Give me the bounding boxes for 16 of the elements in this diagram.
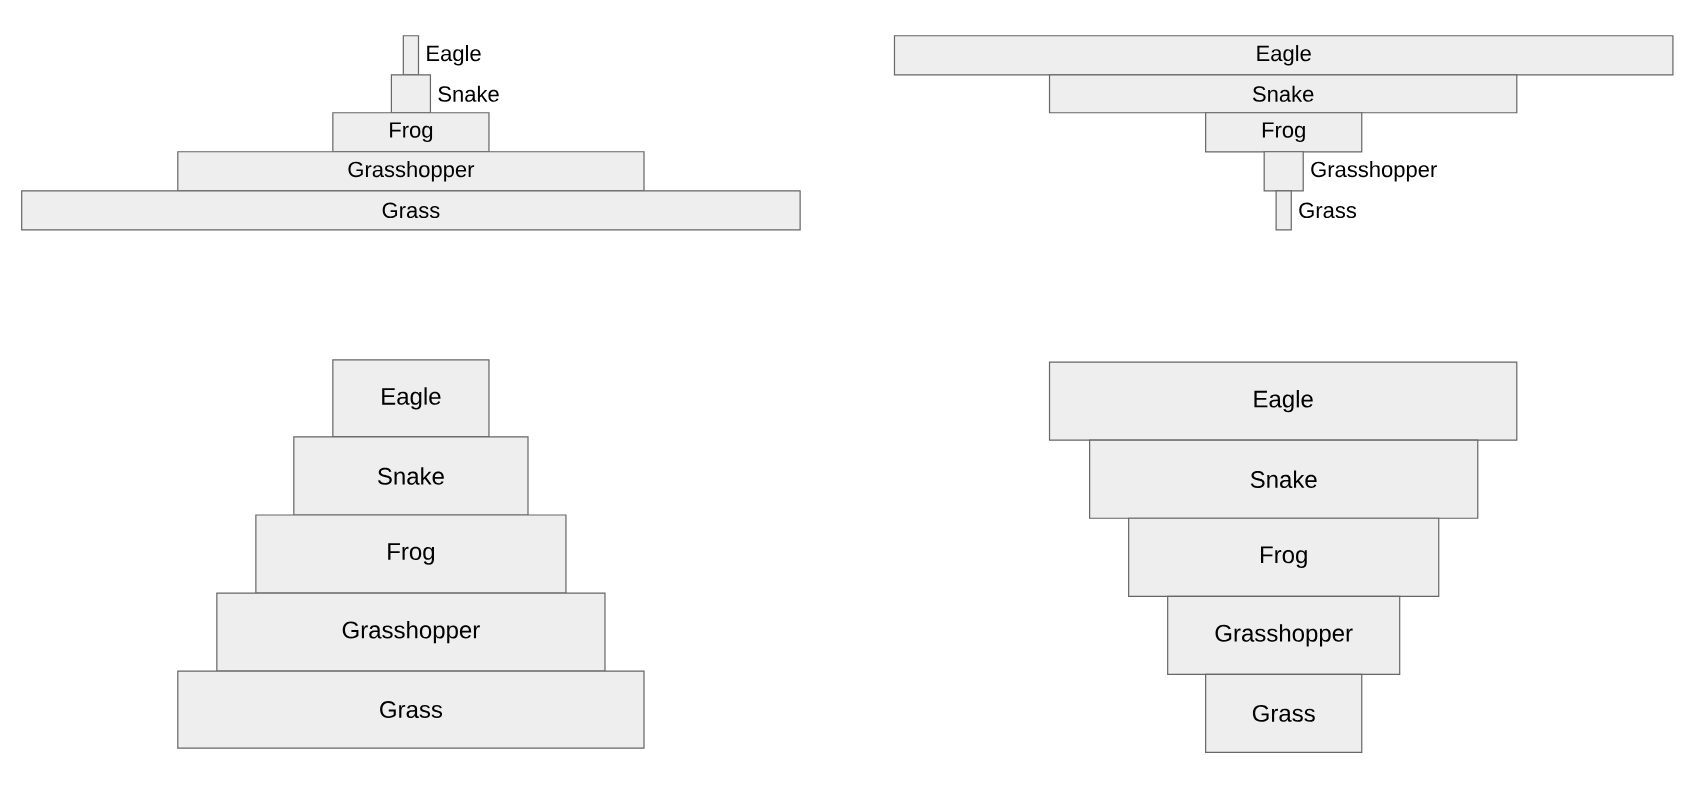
food-level-box: Eagle (893, 35, 1674, 76)
level-label: Snake (438, 85, 499, 102)
food-level-box: Frog (255, 514, 567, 594)
food-level-box: Frog (1128, 517, 1440, 597)
food-level-box: Grass (21, 190, 801, 231)
food-level-box: Grasshopper (1167, 595, 1401, 675)
level-label: Grass (1299, 202, 1357, 219)
food-level-box: Grass (1205, 673, 1363, 753)
food-level-box: Eagle (1048, 361, 1518, 441)
food-level-box: Grasshopper (216, 592, 606, 672)
food-level-box: Snake (1089, 439, 1479, 519)
level-label: Eagle (427, 45, 481, 66)
food-level-box: Grass (177, 670, 645, 749)
level-label: Grasshopper (1311, 161, 1437, 182)
food-level-box: Snake (293, 436, 529, 516)
food-level-box: Eagle (332, 359, 490, 438)
